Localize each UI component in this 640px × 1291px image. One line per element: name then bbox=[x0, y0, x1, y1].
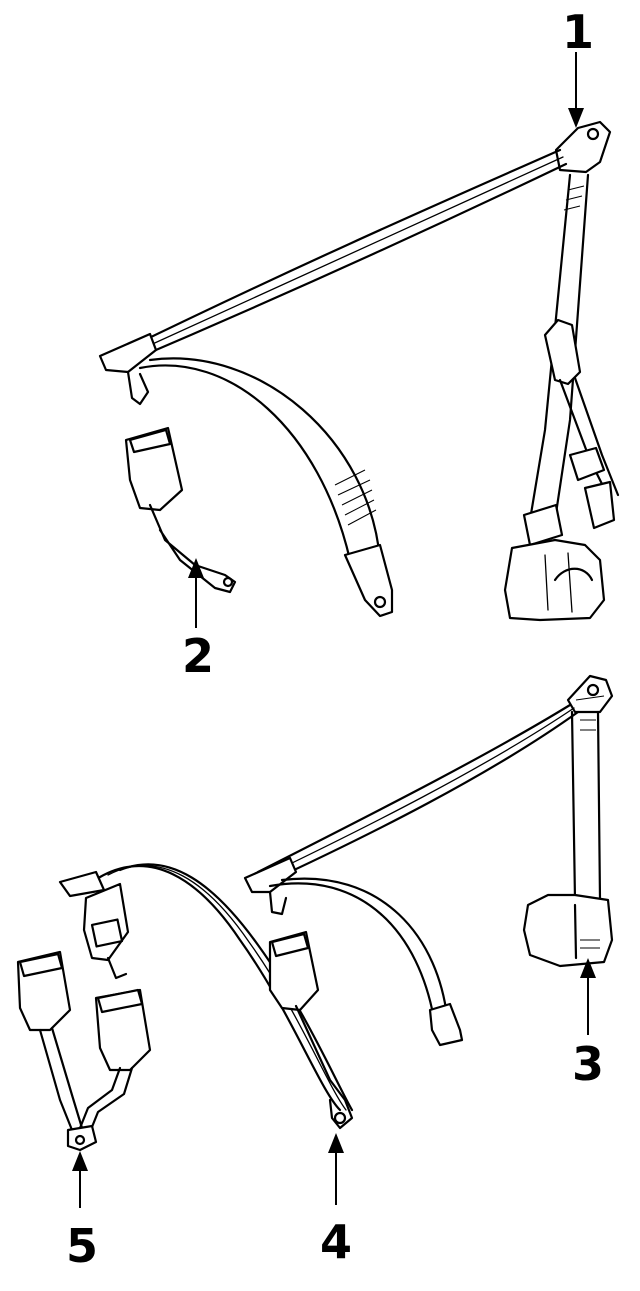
callout-1: 1 bbox=[562, 5, 594, 128]
rear-outboard-belt-assembly bbox=[243, 674, 614, 1047]
part-4-center-belt bbox=[58, 863, 354, 1130]
callout-2-label: 2 bbox=[182, 629, 214, 683]
front-seat-belt-assembly bbox=[98, 120, 620, 622]
callout-4-label: 4 bbox=[320, 1215, 352, 1269]
part-5-dual-buckle bbox=[16, 950, 152, 1152]
callout-5-label: 5 bbox=[66, 1219, 98, 1273]
callout-4: 4 bbox=[320, 1133, 352, 1269]
part-2-buckle bbox=[124, 426, 237, 594]
callout-3-label: 3 bbox=[572, 1037, 604, 1091]
callout-1-label: 1 bbox=[562, 5, 594, 59]
callout-2: 2 bbox=[182, 558, 214, 683]
callout-5: 5 bbox=[66, 1151, 98, 1273]
callout-3: 3 bbox=[572, 958, 604, 1091]
